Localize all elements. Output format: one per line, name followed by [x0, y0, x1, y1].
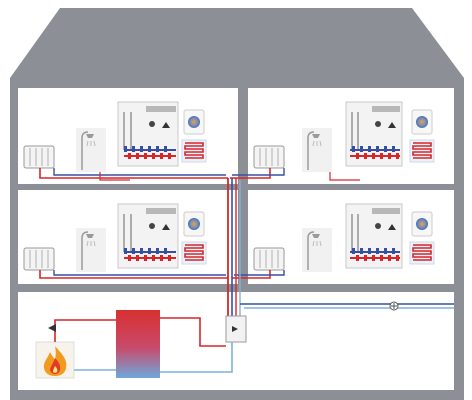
radiator-icon — [23, 145, 55, 169]
floor-heating-icon — [409, 139, 435, 163]
shower-pipe-upper-right — [329, 172, 360, 181]
return-pipe-lower-left — [53, 270, 226, 276]
boiler-flow-pipe — [54, 319, 116, 342]
floor-heating-icon — [409, 241, 435, 265]
flame-icon — [35, 341, 75, 379]
shower-icon — [76, 128, 106, 172]
apartment-upper-left — [23, 101, 228, 181]
return-pipe-lower-right — [234, 270, 285, 276]
apartment-lower-right — [232, 203, 435, 279]
manifold-icon — [117, 203, 179, 269]
thermostat-icon — [411, 109, 433, 135]
pipes-lower-left — [39, 270, 228, 279]
thermostat-icon — [183, 211, 205, 237]
shower-icon — [76, 228, 106, 272]
pipes-lower-right — [232, 270, 271, 279]
apartment-upper-right — [230, 101, 435, 181]
thermostat-icon — [411, 211, 433, 237]
pipes-upper-left — [39, 168, 228, 179]
floor-heating-icon — [181, 139, 207, 163]
flow-arrow-icon — [48, 324, 56, 332]
manifold-icon — [345, 101, 403, 167]
roof — [10, 8, 464, 78]
shower-pipe-upper-left — [99, 172, 130, 181]
storage-tank-icon — [116, 310, 160, 378]
pump-icon — [389, 301, 399, 311]
return-pipe-upper-right — [232, 168, 285, 176]
floor-heating-icon — [181, 241, 207, 265]
shower-icon — [302, 128, 332, 172]
risers — [227, 178, 241, 322]
manifold-icon — [117, 101, 179, 167]
manifold-icon — [345, 203, 403, 269]
thermostat-icon — [183, 109, 205, 135]
return-pipe-upper-left — [53, 168, 226, 176]
transfer-station-icon — [225, 315, 247, 343]
shower-icon — [302, 228, 332, 272]
tank-to-station-return — [160, 342, 233, 373]
radiator-icon — [253, 247, 285, 271]
apartment-lower-left — [23, 203, 228, 279]
basement-equipment — [35, 301, 454, 379]
tank-to-station-hot — [160, 317, 226, 347]
pipes-upper-right — [230, 168, 271, 179]
radiator-icon — [23, 247, 55, 271]
radiator-icon — [253, 145, 285, 169]
